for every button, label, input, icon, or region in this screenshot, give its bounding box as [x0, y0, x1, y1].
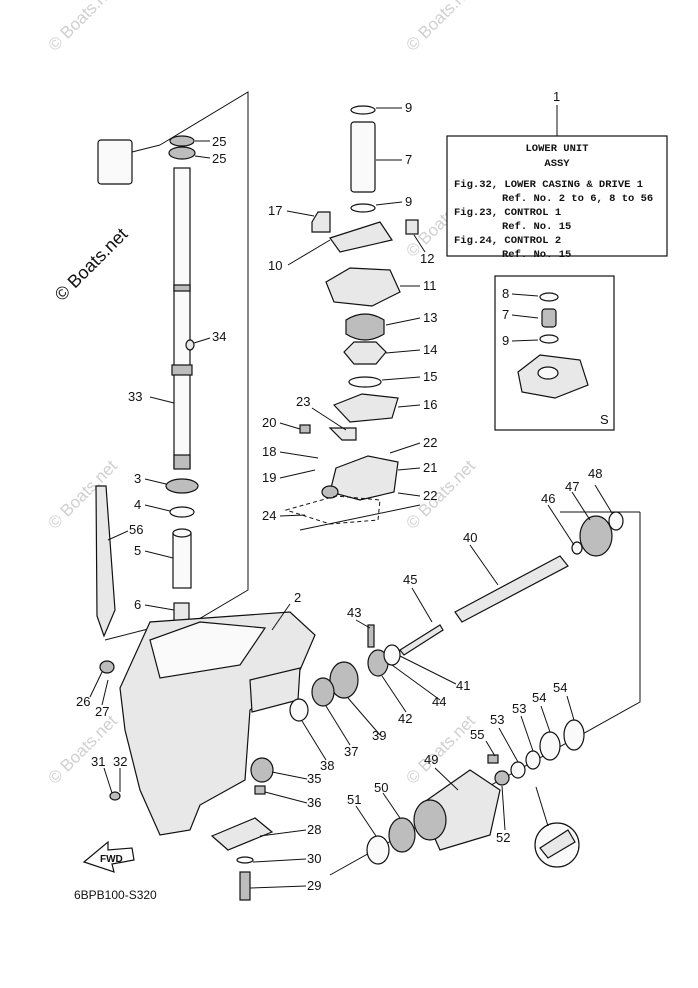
fwd-arrow: FWD	[82, 840, 135, 873]
leader-lines	[89, 107, 613, 889]
callout-29: 29	[307, 878, 321, 893]
watermark-main: © Boats.net	[51, 224, 132, 305]
callout-21: 21	[423, 460, 437, 475]
water-pump-group	[284, 105, 419, 525]
callout-31: 31	[91, 754, 105, 769]
callout-9: 9	[405, 194, 412, 209]
callout-42: 42	[398, 711, 412, 726]
callout-6: 6	[134, 597, 141, 612]
callout-26: 26	[76, 694, 90, 709]
callout-27: 27	[95, 704, 109, 719]
watermark: © Boats.net	[44, 456, 121, 533]
callout-2: 2	[294, 590, 301, 605]
callout-40: 40	[463, 530, 477, 545]
inset-callout: 7	[502, 307, 509, 322]
callout-5: 5	[134, 543, 141, 558]
callout-49: 49	[424, 752, 438, 767]
fwd-label: FWD	[100, 854, 123, 865]
info-line: Fig.24, CONTROL 2	[454, 235, 561, 247]
watermark: © Boats.net	[402, 0, 479, 55]
info-box: 1 LOWER UNIT ASSY Fig.32, LOWER CASING &…	[446, 89, 668, 261]
callout-10: 10	[268, 258, 282, 273]
callout-53: 53	[512, 701, 526, 716]
callout-24: 24	[262, 508, 276, 523]
info-box-title: LOWER UNIT	[525, 143, 588, 155]
callout-20: 20	[262, 415, 276, 430]
callout-25: 25	[212, 151, 226, 166]
callout-44: 44	[432, 694, 446, 709]
inset-s: S 8 7 9	[494, 275, 615, 431]
callout-19: 19	[262, 470, 276, 485]
callout-50: 50	[374, 780, 388, 795]
callout-34: 34	[212, 329, 226, 344]
callout-17: 17	[268, 203, 282, 218]
callout-22: 22	[423, 435, 437, 450]
callout-35: 35	[307, 771, 321, 786]
callout-28: 28	[307, 822, 321, 837]
callout-3: 3	[134, 471, 141, 486]
inset-callout: 8	[502, 286, 509, 301]
callout-15: 15	[423, 369, 437, 384]
callouts: 25 25 34 33 3 4 56 5 6 26 27 31 32 9 7 9…	[76, 100, 602, 893]
drive-shaft-group	[95, 135, 199, 638]
info-line: Ref. No. 2 to 6, 8 to 56	[502, 193, 653, 205]
callout-32: 32	[113, 754, 127, 769]
callout-55: 55	[470, 727, 484, 742]
callout-25: 25	[212, 134, 226, 149]
callout-51: 51	[347, 792, 361, 807]
callout-16: 16	[423, 397, 437, 412]
info-line: Ref. No. 15	[502, 249, 571, 261]
callout-11: 11	[423, 278, 437, 293]
callout-13: 13	[423, 310, 437, 325]
callout-41: 41	[456, 678, 470, 693]
callout-47: 47	[565, 479, 579, 494]
callout-56: 56	[129, 522, 143, 537]
drawing-code: 6BPB100-S320	[74, 888, 157, 902]
callout-37: 37	[344, 744, 358, 759]
callout-30: 30	[307, 851, 321, 866]
inset-label: S	[600, 412, 609, 427]
callout-46: 46	[541, 491, 555, 506]
callout-4: 4	[134, 497, 141, 512]
callout-7: 7	[405, 152, 412, 167]
callout-43: 43	[347, 605, 361, 620]
callout-18: 18	[262, 444, 276, 459]
callout-53: 53	[490, 712, 504, 727]
info-box-subtitle: ASSY	[544, 158, 570, 170]
callout-14: 14	[423, 342, 437, 357]
watermark: © Boats.net	[44, 0, 121, 55]
info-line: Fig.23, CONTROL 1	[454, 207, 561, 219]
callout-45: 45	[403, 572, 417, 587]
callout-39: 39	[372, 728, 386, 743]
info-line: Ref. No. 15	[502, 221, 571, 233]
watermark: © Boats.net	[44, 711, 121, 788]
lower-casing	[99, 611, 316, 901]
inset-callout: 9	[502, 333, 509, 348]
info-box-ref: 1	[553, 89, 560, 104]
callout-38: 38	[320, 758, 334, 773]
callout-36: 36	[307, 795, 321, 810]
callout-52: 52	[496, 830, 510, 845]
callout-22: 22	[423, 488, 437, 503]
callout-54: 54	[532, 690, 546, 705]
callout-23: 23	[296, 394, 310, 409]
watermark: © Boats.net	[402, 456, 479, 533]
callout-48: 48	[588, 466, 602, 481]
callout-33: 33	[128, 389, 142, 404]
info-line: Fig.32, LOWER CASING & DRIVE 1	[454, 179, 643, 191]
callout-54: 54	[553, 680, 567, 695]
callout-12: 12	[420, 251, 434, 266]
callout-9: 9	[405, 100, 412, 115]
